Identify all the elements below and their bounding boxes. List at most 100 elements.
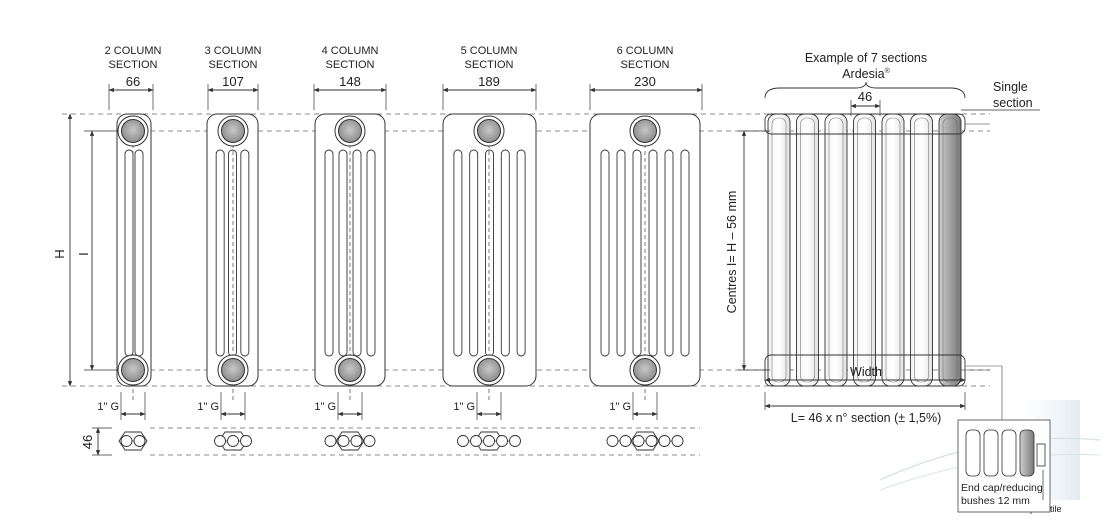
plan-column: [509, 435, 521, 447]
hub-thread: [477, 119, 501, 143]
plan-column: [483, 435, 495, 447]
column-slot: [366, 149, 376, 357]
column-slot: [453, 149, 463, 357]
hub-thread: [633, 358, 657, 382]
detail-section: [1001, 429, 1017, 477]
thread-label: 1" G: [314, 401, 336, 413]
detail-caption-line2: bushes 12 mm: [961, 495, 1030, 507]
section-title-line1: 4 COLUMN: [322, 45, 379, 57]
hub-thread: [221, 119, 245, 143]
plan-column: [227, 435, 239, 447]
section-width-label: 230: [634, 74, 656, 89]
column-slot: [680, 149, 690, 357]
plan-column: [240, 435, 252, 447]
example-section: [853, 113, 876, 387]
hub-thread: [477, 358, 501, 382]
section-body-outline: [116, 113, 152, 387]
thread-label: 1" G: [609, 401, 631, 413]
plan-column: [671, 435, 684, 447]
column-slot: [352, 149, 362, 357]
section-width-label: 148: [339, 74, 361, 89]
detail-end-cap: [1036, 443, 1046, 467]
hub-thread: [221, 358, 245, 382]
section-title-line1: 6 COLUMN: [617, 45, 674, 57]
plan-column: [658, 435, 671, 447]
example-brand-line: Ardesia®: [842, 67, 890, 81]
example-title: Example of 7 sections: [805, 51, 927, 65]
column-slot: [632, 149, 642, 357]
column-slot: [215, 149, 225, 357]
single-section-label-line2: section: [993, 96, 1033, 110]
section-title-line2: SECTION: [465, 59, 514, 71]
example-assembly: Example of 7 sections Ardesia® 46 Single…: [725, 51, 1040, 425]
plan-column: [133, 435, 146, 447]
hub-thread: [633, 119, 657, 143]
example-bottom-header: [764, 354, 966, 387]
example-brace: [764, 81, 966, 99]
single-section-label-line1: Single: [993, 80, 1028, 94]
plan-column: [214, 435, 226, 447]
depth-label: 46: [80, 435, 95, 449]
plan-2-column: [118, 431, 148, 451]
column-slot: [124, 149, 134, 357]
example-section: [824, 113, 848, 387]
width-label: Width: [850, 365, 882, 379]
plan-3-column: [214, 431, 252, 451]
detail-section: [983, 429, 999, 477]
end-cap-detail: End cap/reducing bushes 12 mm: [957, 365, 1051, 513]
example-section: [938, 113, 962, 387]
section-title-line2: SECTION: [109, 59, 158, 71]
depth-dimension: 46: [80, 427, 112, 456]
example-brand: Ardesia: [842, 67, 884, 81]
centres-label: I: [76, 252, 91, 256]
detail-section: [965, 429, 981, 477]
plan-column: [645, 435, 658, 447]
example-section: [881, 113, 905, 387]
pitch-label: 46: [858, 89, 872, 104]
plan-column: [337, 435, 350, 447]
column-slot: [600, 149, 610, 357]
column-slot: [134, 149, 144, 357]
plan-column: [350, 435, 363, 447]
column-slot: [469, 149, 479, 357]
column-slot: [240, 149, 250, 357]
section-title-line2: SECTION: [621, 59, 670, 71]
section-title-line2: SECTION: [326, 59, 375, 71]
height-dimension: H: [52, 113, 73, 387]
plan-column: [120, 435, 133, 447]
detail-caption-line1: End cap/reducing: [961, 482, 1043, 494]
column-slot: [338, 149, 348, 357]
hub-thread: [338, 358, 362, 382]
section-4-column: 4 COLUMN SECTION 148 1" G: [313, 45, 387, 420]
column-slot: [664, 149, 674, 357]
hub-thread: [121, 358, 145, 382]
thread-label: 1" G: [453, 401, 475, 413]
plan-4-column: [324, 431, 376, 451]
example-section: [767, 113, 791, 387]
plan-column: [606, 435, 619, 447]
plan-column: [363, 435, 376, 447]
section-title-line1: 5 COLUMN: [461, 45, 518, 57]
column-slot: [324, 149, 334, 357]
plan-5-column: [457, 431, 521, 451]
length-formula: L= 46 x n° section (± 1,5%): [791, 411, 941, 425]
example-section: [910, 113, 933, 387]
centres-formula: Centres I= H – 56 mm: [725, 191, 739, 314]
hub-thread: [338, 119, 362, 143]
column-slot: [228, 149, 237, 357]
section-6-column: 6 COLUMN SECTION 230 1" G: [589, 45, 703, 420]
column-slot: [648, 149, 658, 357]
thread-label: 1" G: [97, 401, 119, 413]
plan-column: [324, 435, 337, 447]
thread-label: 1" G: [197, 401, 219, 413]
section-title-line1: 3 COLUMN: [205, 45, 262, 57]
plan-6-column: [606, 431, 684, 451]
plan-column: [457, 435, 469, 447]
plan-column: [632, 435, 645, 447]
column-slot: [516, 149, 526, 357]
plan-column: [619, 435, 632, 447]
